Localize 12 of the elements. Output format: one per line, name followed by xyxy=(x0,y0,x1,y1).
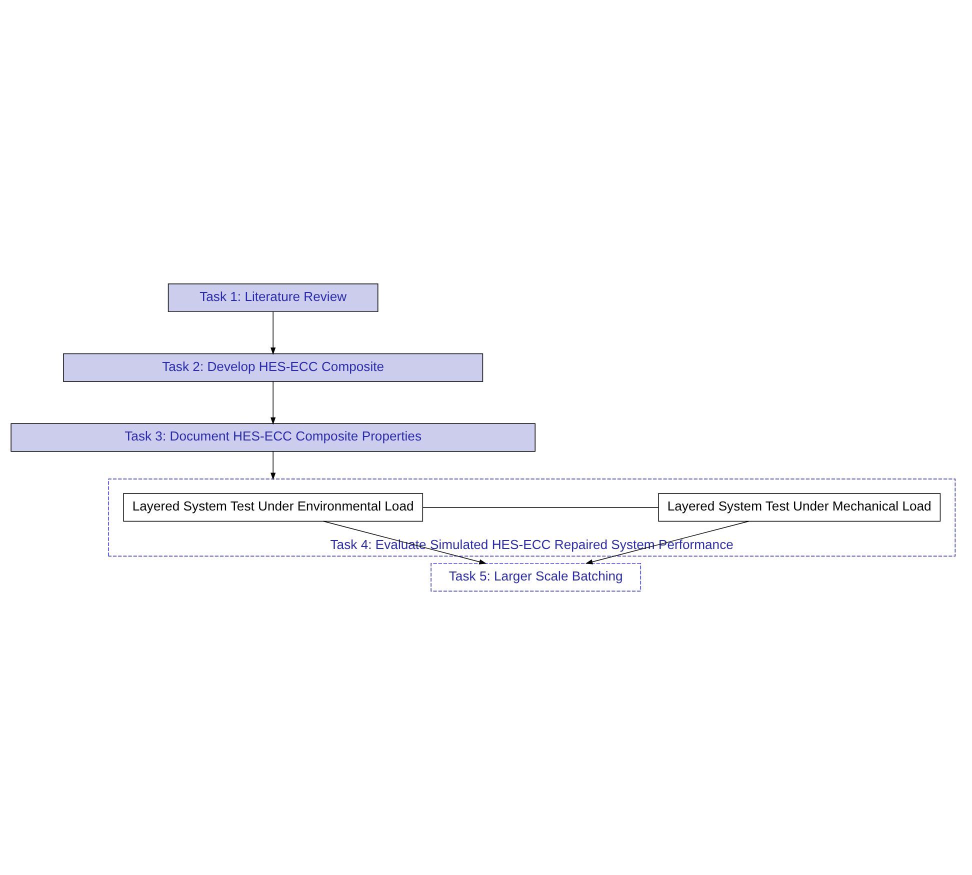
connector xyxy=(422,507,659,508)
arrow xyxy=(323,520,487,564)
node-box: Task 3: Document HES-ECC Composite Properties xyxy=(10,423,536,452)
node-box: Task 5: Larger Scale Batching xyxy=(430,563,642,592)
node-box: Layered System Test Under Environmental Load xyxy=(123,493,424,522)
arrow xyxy=(270,381,276,425)
arrow xyxy=(585,520,750,564)
arrow xyxy=(270,451,276,480)
node-box: Layered System Test Under Mechanical Load xyxy=(658,493,941,522)
node-box: Task 1: Literature Review xyxy=(168,284,378,312)
arrow xyxy=(270,311,276,355)
node-box: Task 2: Develop HES-ECC Composite xyxy=(63,353,484,382)
